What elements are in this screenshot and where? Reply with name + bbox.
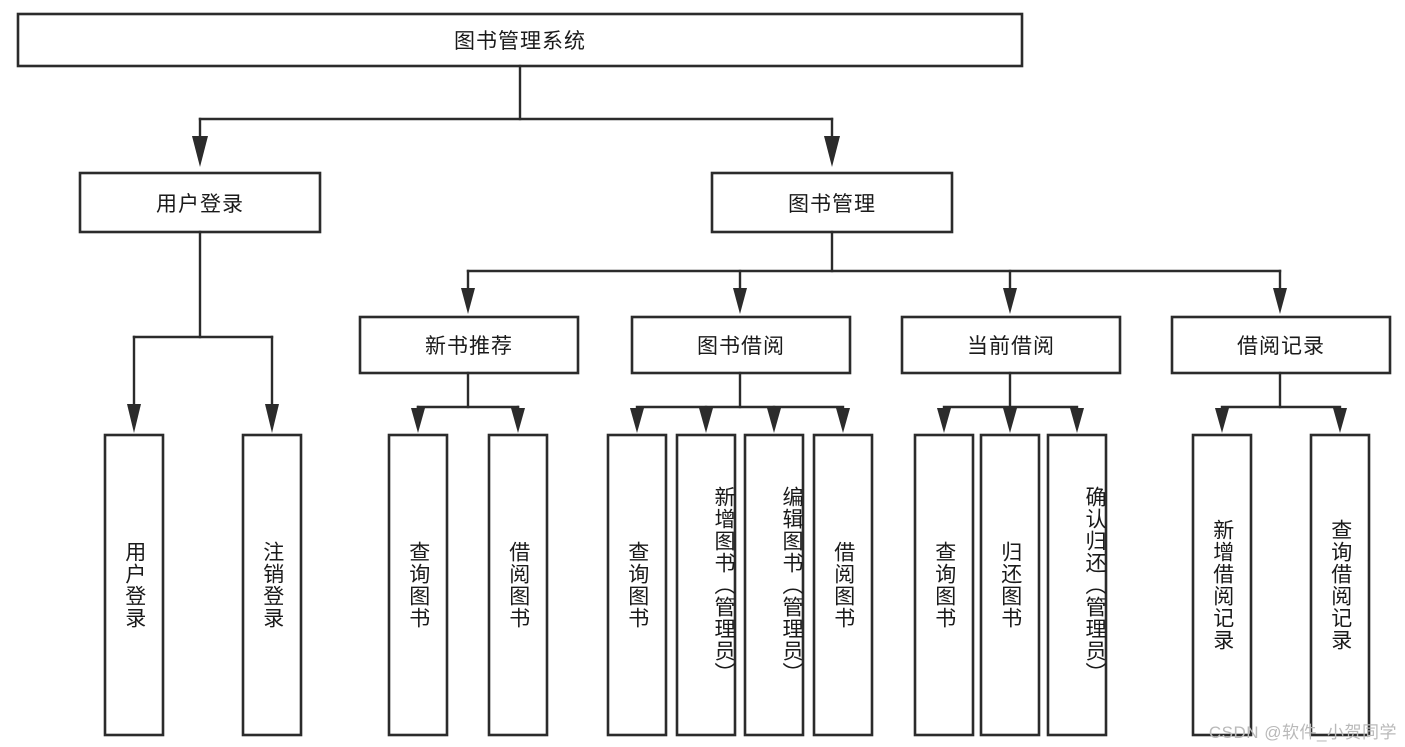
arrow-head-leaf-confirm-return	[1070, 408, 1084, 433]
arrow-head-leaf-add-book	[699, 408, 713, 433]
arrow-head-leaf-user-login	[127, 404, 141, 433]
node-leaf-return-book-box[interactable]	[979, 433, 1041, 737]
node-leaf-confirm-return-box[interactable]	[1046, 433, 1108, 737]
arrow-head-leaf-add-record	[1215, 408, 1229, 433]
arrow-head-leaf-edit-book	[767, 408, 781, 433]
node-new-book-recommend-box[interactable]	[358, 315, 580, 375]
arrow-head-leaf-return-book	[1003, 408, 1017, 433]
node-leaf-user-logout-box[interactable]	[241, 433, 303, 737]
arrow-head-borrow-record	[1273, 288, 1287, 314]
arrow-head-book-manage	[824, 136, 840, 167]
node-book-manage-box[interactable]	[710, 171, 954, 234]
node-leaf-query-book-1-box[interactable]	[387, 433, 449, 737]
node-leaf-query-record-box[interactable]	[1309, 433, 1371, 737]
arrow-head-leaf-borrow-book-2	[836, 408, 850, 433]
csdn-watermark: CSDN @软件_小贺同学	[1208, 723, 1397, 742]
node-leaf-add-book-box[interactable]	[675, 433, 737, 737]
node-current-borrow-box[interactable]	[900, 315, 1122, 375]
node-root-box[interactable]	[16, 12, 1024, 68]
arrow-head-book-borrow	[733, 288, 747, 314]
node-leaf-query-book-2-box[interactable]	[606, 433, 668, 737]
node-leaf-user-login-box[interactable]	[103, 433, 165, 737]
node-leaf-add-record-box[interactable]	[1191, 433, 1253, 737]
arrow-head-leaf-query-book-2	[630, 408, 644, 433]
arrow-head-new-book-recommend	[461, 288, 475, 314]
arrow-head-leaf-query-book-1	[411, 408, 425, 433]
node-borrow-record-box[interactable]	[1170, 315, 1392, 375]
arrow-head-current-borrow	[1003, 288, 1017, 314]
node-leaf-edit-book-box[interactable]	[743, 433, 805, 737]
arrow-head-user-login	[192, 136, 208, 167]
node-book-borrow-box[interactable]	[630, 315, 852, 375]
arrow-head-leaf-query-book-3	[937, 408, 951, 433]
node-leaf-borrow-book-1-box[interactable]	[487, 433, 549, 737]
node-user-login-box[interactable]	[78, 171, 322, 234]
arrow-head-leaf-user-logout	[265, 404, 279, 433]
node-leaf-borrow-book-2-box[interactable]	[812, 433, 874, 737]
arrow-head-leaf-query-record	[1333, 408, 1347, 433]
node-leaf-query-book-3-box[interactable]	[913, 433, 975, 737]
arrow-head-leaf-borrow-book-1	[511, 408, 525, 433]
